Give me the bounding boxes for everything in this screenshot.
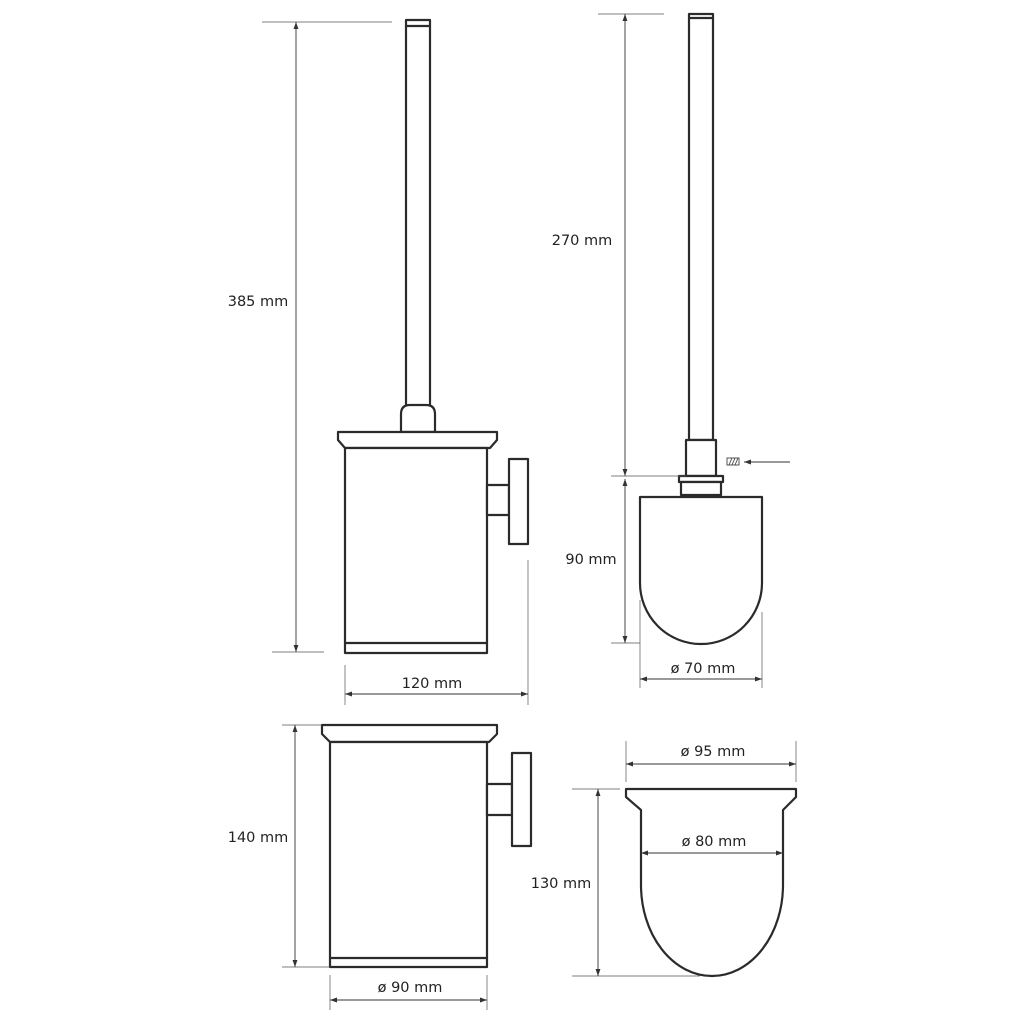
brush-handle [404, 18, 432, 422]
label-container-height: 140 mm [228, 830, 289, 846]
label-container-diameter: ø 90 mm [378, 980, 443, 996]
dim-cup-outer: ø 95 mm [625, 741, 797, 782]
assembled-view [336, 18, 530, 655]
label-handle-length: 270 mm [552, 233, 613, 249]
dim-depth: 120 mm [344, 560, 529, 705]
shaft-connector [684, 438, 718, 478]
dim-cup-inner: ø 80 mm [641, 834, 783, 856]
label-head-diameter: ø 70 mm [671, 661, 736, 677]
brush-view [638, 12, 790, 646]
dim-container-diameter: ø 90 mm [329, 975, 488, 1010]
container-wall-plate [510, 751, 533, 848]
dim-container-height: 140 mm [228, 724, 330, 968]
label-head-height: 90 mm [565, 552, 616, 568]
holder-view [320, 723, 533, 969]
wall-plate [507, 457, 530, 546]
dim-head-height: 90 mm [565, 475, 686, 644]
label-cup-inner-diameter: ø 80 mm [682, 834, 747, 850]
holder-body [343, 446, 489, 655]
handle-collar [399, 403, 437, 434]
wall-arm [485, 483, 511, 517]
dim-total-height: 385 mm [228, 21, 392, 653]
dim-head-diameter: ø 70 mm [639, 600, 763, 688]
brush-shaft [687, 12, 715, 442]
thread-hatch-icon [726, 457, 740, 466]
container-lid [320, 723, 499, 744]
dim-cup-height: 130 mm [531, 788, 700, 977]
label-cup-outer-diameter: ø 95 mm [681, 744, 746, 760]
head-ring-lower [679, 480, 723, 497]
holder-lid [336, 430, 499, 450]
container-body [328, 740, 489, 969]
insert-cup [624, 787, 798, 978]
label-depth: 120 mm [402, 676, 463, 692]
brush-head [638, 495, 764, 646]
label-total-height: 385 mm [228, 294, 289, 310]
cup-view [624, 787, 798, 978]
label-cup-height: 130 mm [531, 876, 592, 892]
dim-handle-length: 270 mm [552, 13, 664, 476]
container-wall-arm [485, 782, 514, 817]
